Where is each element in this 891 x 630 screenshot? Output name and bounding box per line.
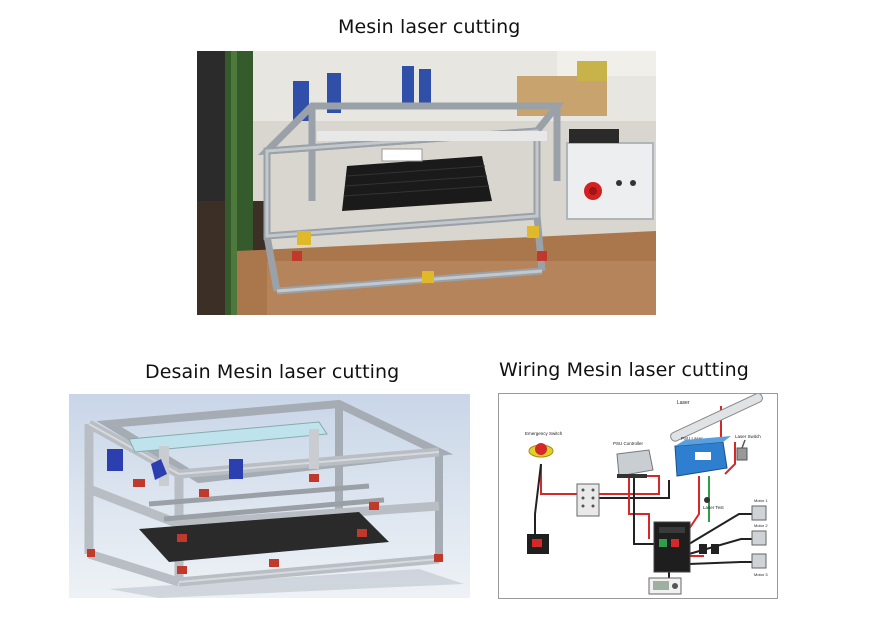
wiring-diagram: Laser Emergency Switch PSU Controller PS… [498, 393, 778, 599]
label-laser-switch: Laser Switch [735, 434, 761, 439]
label-motor-1: Motor 1 [754, 498, 768, 503]
cad-design-render [69, 394, 470, 598]
machine-photo [197, 51, 656, 315]
label-psu-controller: PSU Controller [613, 441, 644, 446]
label-psu-laser: PSU Laser [681, 436, 703, 441]
wiring-caption: Wiring Mesin laser cutting [499, 359, 749, 381]
label-laser: Laser [677, 400, 690, 406]
label-emergency-switch: Emergency Switch [525, 431, 563, 436]
design-caption: Desain Mesin laser cutting [145, 361, 400, 383]
label-motor-2: Motor 2 [754, 523, 768, 528]
label-laser-test: Laser Test [703, 505, 724, 510]
photo-caption: Mesin laser cutting [338, 16, 521, 38]
label-motor-3: Motor 3 [754, 572, 768, 577]
